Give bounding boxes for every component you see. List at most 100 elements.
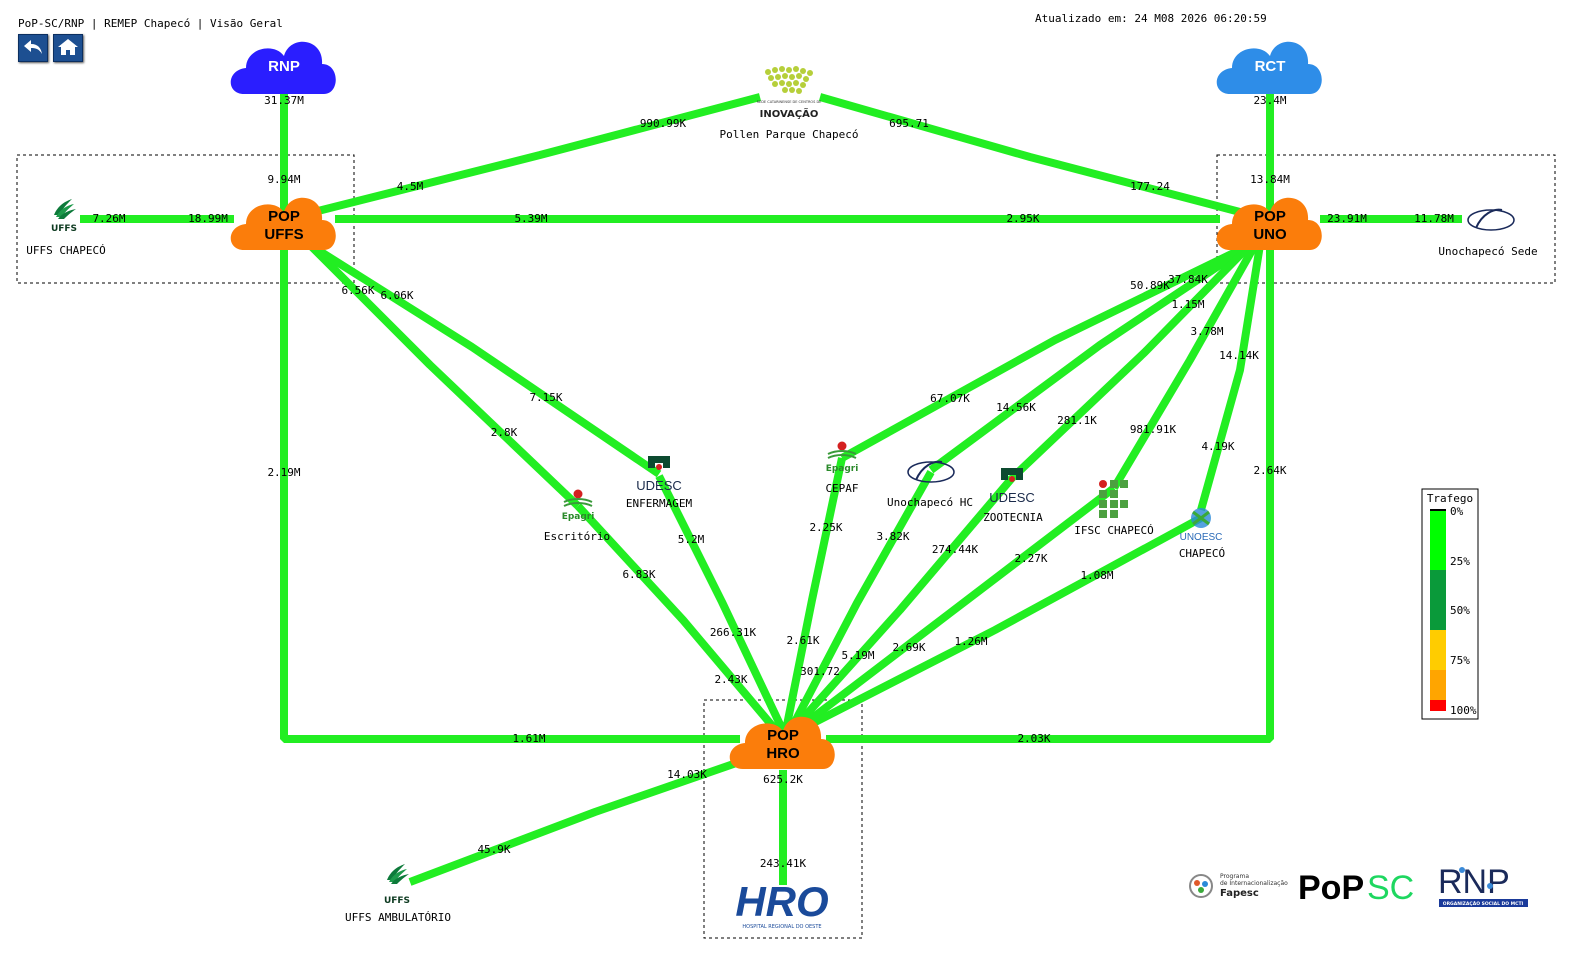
hro-logo: HRO HOSPITAL REGIONAL DO OESTE xyxy=(735,878,828,930)
traffic-label-hro-zoo: 5.19M xyxy=(841,649,874,662)
unoesc-logo: UNOESC xyxy=(1180,508,1223,543)
traffic-label-hro-local-a: 625.2K xyxy=(763,773,803,786)
pop-uno-cloud[interactable]: POP UNO xyxy=(1216,197,1322,250)
rnp-cloud[interactable]: RNP xyxy=(230,41,336,94)
pollen-uffs-link[interactable] xyxy=(313,93,762,216)
uno-unoesc-link[interactable] xyxy=(1197,244,1264,512)
uno-site-box xyxy=(1216,154,1556,284)
uffs-logo-text: UFFS xyxy=(51,224,77,234)
legend-level-100: 100% xyxy=(1450,704,1477,717)
rnp-logo: RNP ORGANIZAÇÃO SOCIAL DO MCTI xyxy=(1438,863,1528,907)
inovacao-logo-line1: REDE CATARINENSE DE CENTROS DE xyxy=(757,100,822,104)
traffic-label-pollen-uno: 177.24 xyxy=(1130,180,1170,193)
traffic-label-uno-zoo: 1.15M xyxy=(1171,298,1204,311)
unoesc-chapeco-label: CHAPECÓ xyxy=(1179,547,1225,560)
legend-level-25: 25% xyxy=(1450,555,1470,568)
page-title: PoP-SC/RNP | REMEP Chapecó | Visão Geral xyxy=(18,17,283,30)
hc-hro-link[interactable] xyxy=(784,470,935,737)
udesc-enfermagem-logo: UDESC xyxy=(636,456,682,493)
uffs-amb-logo-text: UFFS xyxy=(384,896,410,906)
uno-hro-link[interactable] xyxy=(826,250,1274,743)
uffs-ambulatorio-logo: UFFS xyxy=(384,864,410,906)
home-button[interactable] xyxy=(53,34,83,62)
fapesc-line1: Programa xyxy=(1220,873,1249,880)
traffic-label-rct-pop: 13.84M xyxy=(1250,173,1290,186)
traffic-label-uno-unoesc: 14.14K xyxy=(1219,349,1259,362)
traffic-label-hc-hro: 3.82K xyxy=(876,530,909,543)
traffic-label-uno-hro-v: 2.64K xyxy=(1253,464,1286,477)
hro-ambulatorio-link[interactable] xyxy=(408,756,747,886)
inovacao-logo-line2: INOVAÇÃO xyxy=(760,107,819,120)
traffic-label-uffs-uno-b: 2.95K xyxy=(1006,212,1039,225)
traffic-label-hro-unoesc: 1.26M xyxy=(954,635,987,648)
traffic-label-hro-enf: 266.31K xyxy=(710,626,757,639)
traffic-label-uffs-enf: 6.06K xyxy=(380,289,413,302)
zootecnia-label: ZOOTECNIA xyxy=(983,511,1043,524)
ifsc-hro-link[interactable] xyxy=(787,484,1117,739)
traffic-label-amb-hro: 45.9K xyxy=(477,843,510,856)
traffic-label-zoo-hro: 274.44K xyxy=(932,543,979,556)
uffs-enfermagem-link[interactable] xyxy=(307,241,662,478)
popsc-logo-pop: PoP xyxy=(1298,869,1364,907)
traffic-label-hro-cepaf: 2.61K xyxy=(786,634,819,647)
pollen-uno-link[interactable] xyxy=(818,93,1242,216)
unoesc-hro-link[interactable] xyxy=(788,514,1203,739)
links-layer xyxy=(80,92,1462,886)
pop-hro-label-1: POP xyxy=(767,727,799,744)
hro-logo-subtitle: HOSPITAL REGIONAL DO OESTE xyxy=(742,924,821,930)
traffic-label-hro-amb: 14.03K xyxy=(667,768,707,781)
traffic-label-uffs-uno-a: 5.39M xyxy=(514,212,547,225)
traffic-label-enf-hro: 5.2M xyxy=(678,533,705,546)
unochapeco-hc-logo xyxy=(907,460,955,483)
escritorio-hro-link[interactable] xyxy=(575,503,784,738)
traffic-label-ifsc-mid: 981.91K xyxy=(1130,423,1177,436)
ifsc-logo xyxy=(1099,480,1128,518)
uffs-chapeco-label: UFFS CHAPECÓ xyxy=(26,244,105,257)
traffic-legend: Trafego 0% 25% 50% 75% 100% xyxy=(1421,488,1479,720)
fapesc-line2: de Internacionalização xyxy=(1220,880,1288,887)
traffic-label-pollen-a: 990.99K xyxy=(640,117,687,130)
back-button[interactable] xyxy=(18,34,48,62)
uno-hc-link[interactable] xyxy=(928,241,1253,474)
uffs-hro-link[interactable] xyxy=(280,250,740,743)
traffic-label-hro-ifsc: 2.69K xyxy=(892,641,925,654)
zoo-hro-link[interactable] xyxy=(785,475,1016,738)
hro-site-box xyxy=(703,699,863,939)
enfermagem-hro-link[interactable] xyxy=(655,474,789,737)
pop-hro-cloud[interactable]: POP HRO xyxy=(729,716,835,769)
rct-cloud[interactable]: RCT xyxy=(1216,41,1322,94)
legend-level-50: 50% xyxy=(1450,604,1470,617)
udesc-enf-logo-text: UDESC xyxy=(636,478,682,493)
ifsc-label: IFSC CHAPECÓ xyxy=(1074,524,1153,537)
pop-uno-label-2: UNO xyxy=(1253,226,1287,243)
pollen-label: Pollen Parque Chapecó xyxy=(719,128,858,141)
uno-zoo-link[interactable] xyxy=(1009,242,1253,481)
pop-uno-label-1: POP xyxy=(1254,208,1286,225)
cepaf-hro-link[interactable] xyxy=(781,457,846,736)
fapesc-line3: Fapesc xyxy=(1220,888,1259,899)
pop-uffs-cloud[interactable]: POP UFFS xyxy=(230,197,336,250)
traffic-label-enf-mid: 7.15K xyxy=(529,391,562,404)
enfermagem-label: ENFERMAGEM xyxy=(626,497,693,510)
traffic-label-uffs-esc: 6.56K xyxy=(341,284,374,297)
traffic-label-uno-hc: 37.84K xyxy=(1168,273,1208,286)
rnp-cloud-label: RNP xyxy=(268,58,300,75)
traffic-label-uno-hro-h: 2.03K xyxy=(1017,732,1050,745)
uffs-escritorio-link[interactable] xyxy=(307,242,581,509)
legend-title: Trafego xyxy=(1427,492,1473,505)
uno-cepaf-link[interactable] xyxy=(840,241,1252,462)
epagri-escritorio-logo-text: Epagri xyxy=(562,512,595,522)
traffic-label-uffs-chap-b: 18.99M xyxy=(188,212,228,225)
uffs-site-box xyxy=(16,154,355,284)
uno-ifsc-link[interactable] xyxy=(1110,243,1259,491)
svg-text:HRO: HRO xyxy=(735,878,828,925)
fapesc-logo: Programa de Internacionalização Fapesc xyxy=(1189,873,1288,899)
traffic-label-zoo-mid: 281.1K xyxy=(1057,414,1097,427)
unoesc-logo-text: UNOESC xyxy=(1180,532,1223,543)
traffic-label-rct: 23.4M xyxy=(1253,94,1286,107)
traffic-label-hc-mid: 14.56K xyxy=(996,401,1036,414)
traffic-label-unoesc-hro: 1.08M xyxy=(1080,569,1113,582)
uffs-ambulatorio-label: UFFS AMBULATÓRIO xyxy=(345,911,451,924)
